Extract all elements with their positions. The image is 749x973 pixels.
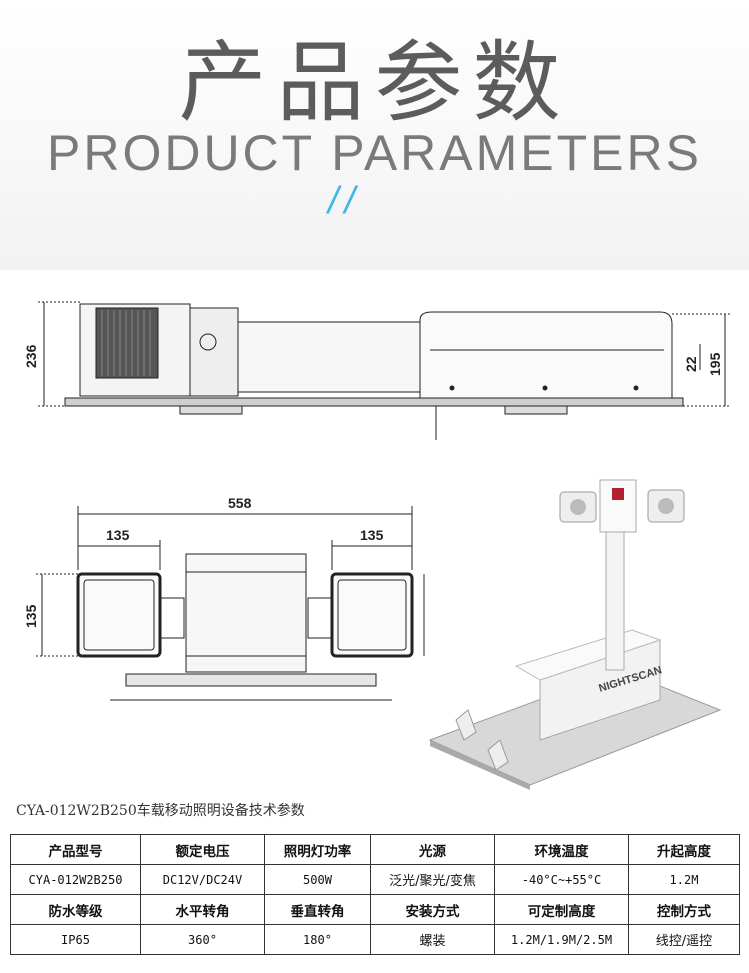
table-row: CYA-012W2B250 DC12V/DC24V 500W 泛光/聚光/变焦 … xyxy=(10,864,740,895)
table-cell: IP65 xyxy=(10,924,141,955)
table-cell: CYA-012W2B250 xyxy=(10,864,141,895)
table-cell: -40°C~+55°C xyxy=(494,864,629,895)
dim-236: 236 xyxy=(23,344,39,368)
dim-195: 195 xyxy=(707,352,723,376)
spec-caption: CYA-012W2B250车载移动照明设备技术参数 xyxy=(16,803,305,819)
table-header-cell: 照明灯功率 xyxy=(264,834,371,865)
table-header-cell: 垂直转角 xyxy=(264,894,371,925)
table-header-cell: 产品型号 xyxy=(10,834,141,865)
table-header-cell: 防水等级 xyxy=(10,894,141,925)
table-cell: 泛光/聚光/变焦 xyxy=(370,864,495,895)
dim-22: 22 xyxy=(683,356,699,372)
table-header-cell: 控制方式 xyxy=(628,894,740,925)
table-cell: 1.2M xyxy=(628,864,740,895)
dim-135-height-right: 135 xyxy=(427,604,430,628)
product-photo: NIGHTSCAN xyxy=(428,479,722,790)
table-cell: 线控/遥控 xyxy=(628,924,740,955)
table-row: IP65 360° 180° 螺装 1.2M/1.9M/2.5M 线控/遥控 xyxy=(10,924,740,955)
accent-slashes: // xyxy=(328,180,362,222)
dim-558: 558 xyxy=(228,495,252,511)
table-cell: 螺装 xyxy=(370,924,495,955)
dim-135-right: 135 xyxy=(360,527,384,543)
table-cell: 1.2M/1.9M/2.5M xyxy=(494,924,629,955)
page-title-cn: 产品参数 xyxy=(178,31,571,134)
side-view-drawing: 236 22 195 xyxy=(23,301,730,440)
hero-banner xyxy=(0,0,749,270)
table-cell: DC12V/DC24V xyxy=(140,864,265,895)
table-cell: 500W xyxy=(264,864,371,895)
top-view-drawing: 558 135 135 135 135 xyxy=(23,495,430,701)
table-header-cell: 光源 xyxy=(370,834,495,865)
page-title-en: PRODUCT PARAMETERS xyxy=(46,125,702,181)
spec-table: 产品型号 额定电压 照明灯功率 光源 环境温度 升起高度 CYA-012W2B2… xyxy=(10,834,740,955)
table-cell: 180° xyxy=(264,924,371,955)
table-header-cell: 环境温度 xyxy=(494,834,629,865)
table-header-cell: 水平转角 xyxy=(140,894,265,925)
table-row: 防水等级 水平转角 垂直转角 安装方式 可定制高度 控制方式 xyxy=(10,894,740,925)
table-header-cell: 可定制高度 xyxy=(494,894,629,925)
table-header-cell: 升起高度 xyxy=(628,834,740,865)
dim-135-left: 135 xyxy=(106,527,130,543)
table-header-cell: 额定电压 xyxy=(140,834,265,865)
table-row: 产品型号 额定电压 照明灯功率 光源 环境温度 升起高度 xyxy=(10,834,740,865)
table-header-cell: 安装方式 xyxy=(370,894,495,925)
table-cell: 360° xyxy=(140,924,265,955)
dim-135-height-left: 135 xyxy=(23,604,39,628)
